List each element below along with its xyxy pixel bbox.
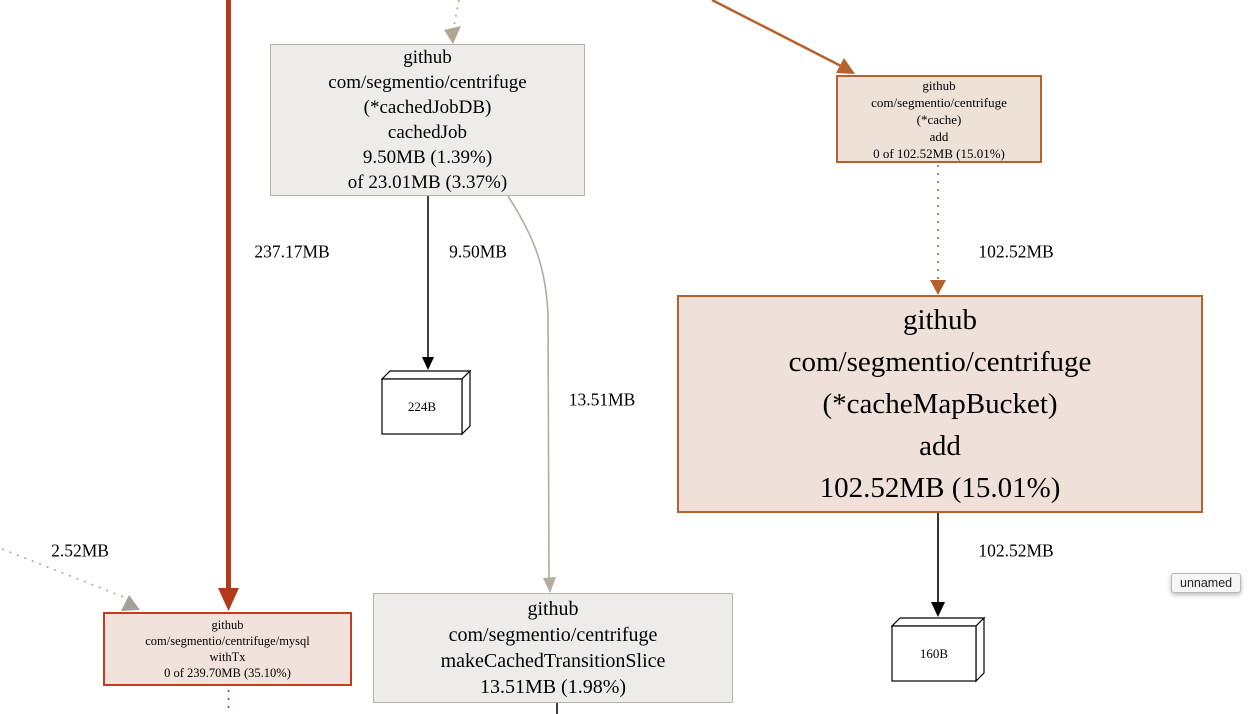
node-label-line: 0 of 239.70MB (35.10%) bbox=[164, 666, 291, 680]
node-label-line: (*cache) bbox=[916, 111, 962, 127]
edge-thick-red-into-mysql bbox=[218, 0, 239, 611]
node-mysql-withtx[interactable]: github com/segmentio/centrifuge/mysql wi… bbox=[103, 612, 352, 686]
edge-cachedjob-to-224b bbox=[422, 196, 434, 370]
node-label-line: com/segmentio/centrifuge bbox=[328, 72, 527, 93]
edge-cachemapbucket-to-160b bbox=[931, 513, 945, 617]
node-label-line: cachedJob bbox=[387, 122, 468, 143]
node-label-line: add bbox=[919, 430, 961, 462]
node-label-line: com/segmentio/centrifuge bbox=[788, 346, 1092, 378]
node-label-line: (*cacheMapBucket) bbox=[822, 388, 1058, 420]
edge-label-2-52mb: 2.52MB bbox=[51, 540, 109, 561]
node-cachemapbucket-add[interactable]: github com/segmentio/centrifuge (*cacheM… bbox=[677, 295, 1203, 513]
hover-tooltip: unnamed bbox=[1171, 573, 1242, 593]
edge-cacheadd-to-cachemapbucket bbox=[930, 165, 946, 295]
node-alloc-224b[interactable]: 224B bbox=[381, 370, 473, 436]
node-cache-add[interactable]: github com/segmentio/centrifuge (*cache)… bbox=[836, 75, 1042, 163]
node-label-line: (*cachedJobDB) bbox=[363, 97, 492, 118]
node-label-line: github bbox=[403, 47, 452, 68]
edge-dotted-into-cachedjob bbox=[444, 0, 461, 44]
node-label-line: com/segmentio/centrifuge bbox=[448, 624, 658, 646]
node-make-cached-transition-slice[interactable]: github com/segmentio/centrifuge makeCach… bbox=[373, 593, 733, 703]
edge-cachedjob-to-makecached bbox=[507, 195, 556, 593]
node-label-line: github bbox=[902, 304, 978, 336]
edge-dotted-into-mysql bbox=[1, 548, 140, 611]
alloc-size-label: 224B bbox=[408, 399, 437, 414]
node-label-line: 9.50MB (1.39%) bbox=[362, 147, 493, 168]
alloc-size-label: 160B bbox=[920, 646, 949, 661]
node-label-line: github bbox=[922, 77, 956, 93]
node-label-line: 13.51MB (1.98%) bbox=[479, 676, 627, 698]
node-label-line: 102.52MB (15.01%) bbox=[819, 472, 1061, 504]
node-label-line: com/segmentio/centrifuge bbox=[871, 94, 1007, 110]
node-label-line: 0 of 102.52MB (15.01%) bbox=[873, 145, 1005, 161]
node-alloc-160b[interactable]: 160B bbox=[891, 617, 987, 683]
edge-solid-into-cacheadd bbox=[711, 0, 855, 74]
node-label-line: withTx bbox=[209, 650, 246, 664]
edge-label-237mb: 237.17MB bbox=[254, 241, 330, 262]
edge-label-102-52mb-top: 102.52MB bbox=[978, 241, 1054, 262]
node-cachedjob[interactable]: github com/segmentio/centrifuge (*cached… bbox=[270, 44, 585, 196]
node-label-line: of 23.01MB (3.37%) bbox=[347, 172, 508, 193]
edge-label-13-51mb: 13.51MB bbox=[568, 389, 636, 410]
edge-label-102-52mb-bottom: 102.52MB bbox=[978, 540, 1054, 561]
node-label-line: com/segmentio/centrifuge/mysql bbox=[145, 634, 310, 648]
node-label-line: add bbox=[929, 128, 949, 144]
node-label-line: github bbox=[527, 598, 579, 620]
node-label-line: makeCachedTransitionSlice bbox=[440, 650, 666, 672]
edge-label-9-50mb: 9.50MB bbox=[449, 241, 507, 262]
node-label-line: github bbox=[211, 618, 244, 632]
